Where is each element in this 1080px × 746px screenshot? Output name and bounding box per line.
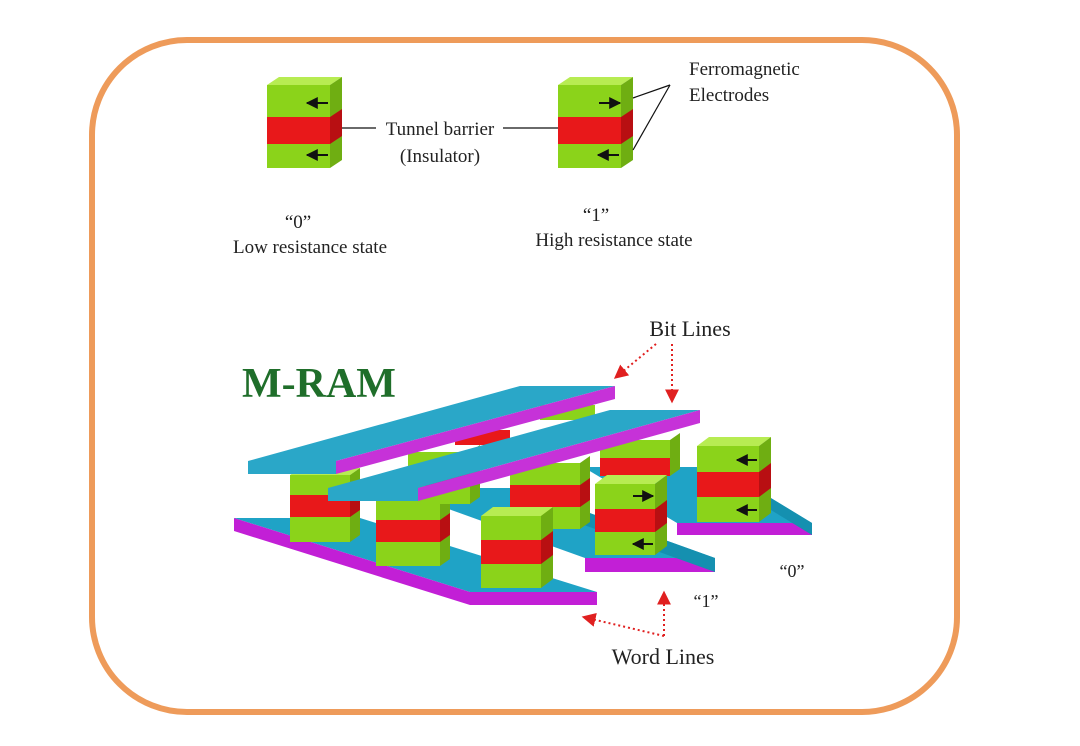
mtj-array-front [481,437,771,588]
word-lines-arrow-left [581,613,665,637]
ferromagnetic-label: Ferromagnetic [689,59,800,80]
cell-zero-label: “0” [780,561,805,581]
bit-lines-label: Bit Lines [649,316,730,341]
frame-border [89,37,960,715]
tunnel-barrier-label: Tunnel barrier [386,119,495,140]
state-0-value: “0” [285,212,311,233]
state-1-description: High resistance state [535,230,692,251]
mram-title: M-RAM [242,361,396,407]
insulator-label: (Insulator) [400,146,480,167]
cell-one-label: “1” [694,591,719,611]
state-0-description: Low resistance state [233,237,387,258]
bit-lines [248,386,700,501]
state-1-value: “1” [583,205,609,226]
bit-lines-arrow-left [613,343,657,379]
electrodes-label: Electrodes [689,85,769,106]
word-lines-label: Word Lines [612,644,715,669]
mtj-cell-low-resistance [267,77,342,168]
mtj-cell-high-resistance [558,77,633,168]
